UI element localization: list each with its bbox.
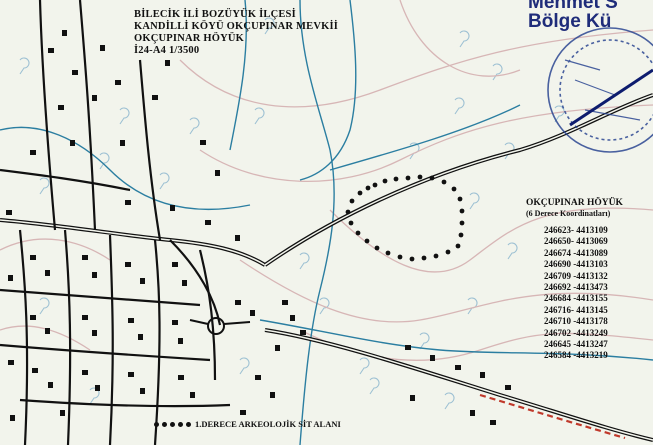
coordinate-row: 246710 -4413178 [544,316,608,327]
stamp-line: Bölge Kü [528,11,612,32]
legend-label: 1.DERECE ARKEOLOJİK SİT ALANI [195,419,341,429]
stamp-signature [569,68,653,127]
coordinate-row: 246645 -4413247 [544,339,608,350]
coordinate-row: 246709 -4413132 [544,270,608,281]
coordinate-row: 246684 -4413155 [544,293,608,304]
coordinate-title: OKÇUPINAR HÖYÜK [526,198,623,208]
coordinate-row: 246702 -4413249 [544,327,608,338]
site-boundary-symbol [154,421,191,427]
header-line-sheet: İ24-A4 1/3500 [134,45,200,56]
official-stamp [547,27,653,153]
coordinate-row: 246690 -4413103 [544,259,608,270]
coordinate-row: 246716- 4413145 [544,304,608,315]
village-streets [0,0,231,445]
site-boundary [345,174,465,262]
header-line-village: KANDİLLİ KÖYÜ OKÇUPINAR MEVKİİ [134,21,339,32]
coordinate-table: OKÇUPINAR HÖYÜK (6 Derece Koordinatları)… [526,198,623,362]
header-line-province: BİLECİK İLİ BOZÜYÜK İLÇESİ [134,9,296,20]
stamp-text: Mehmet S Bölge Kü [528,0,618,31]
coordinate-row: 246674 -4413089 [544,247,608,258]
coordinate-subtitle: (6 Derece Koordinatları) [526,209,611,218]
coordinate-list: 246623- 4413109 246650- 4413069 246674 -… [526,225,623,362]
coordinate-row: 246623- 4413109 [544,225,608,235]
coordinate-row: 246692 -4413473 [544,282,608,293]
header-line-site: OKÇUPINAR HÖYÜK [134,33,245,44]
stamp-line: Mehmet S [528,0,618,13]
building-blocks [6,30,511,425]
map-legend: 1.DERECE ARKEOLOJİK SİT ALANI [154,419,341,429]
coordinate-row: 246650- 4413069 [544,236,608,247]
map-header: BİLECİK İLİ BOZÜYÜK İLÇESİ KANDİLLİ KÖYÜ… [134,9,338,57]
coordinate-row: 246584 -4413219 [544,350,608,361]
roundabout [189,317,251,335]
